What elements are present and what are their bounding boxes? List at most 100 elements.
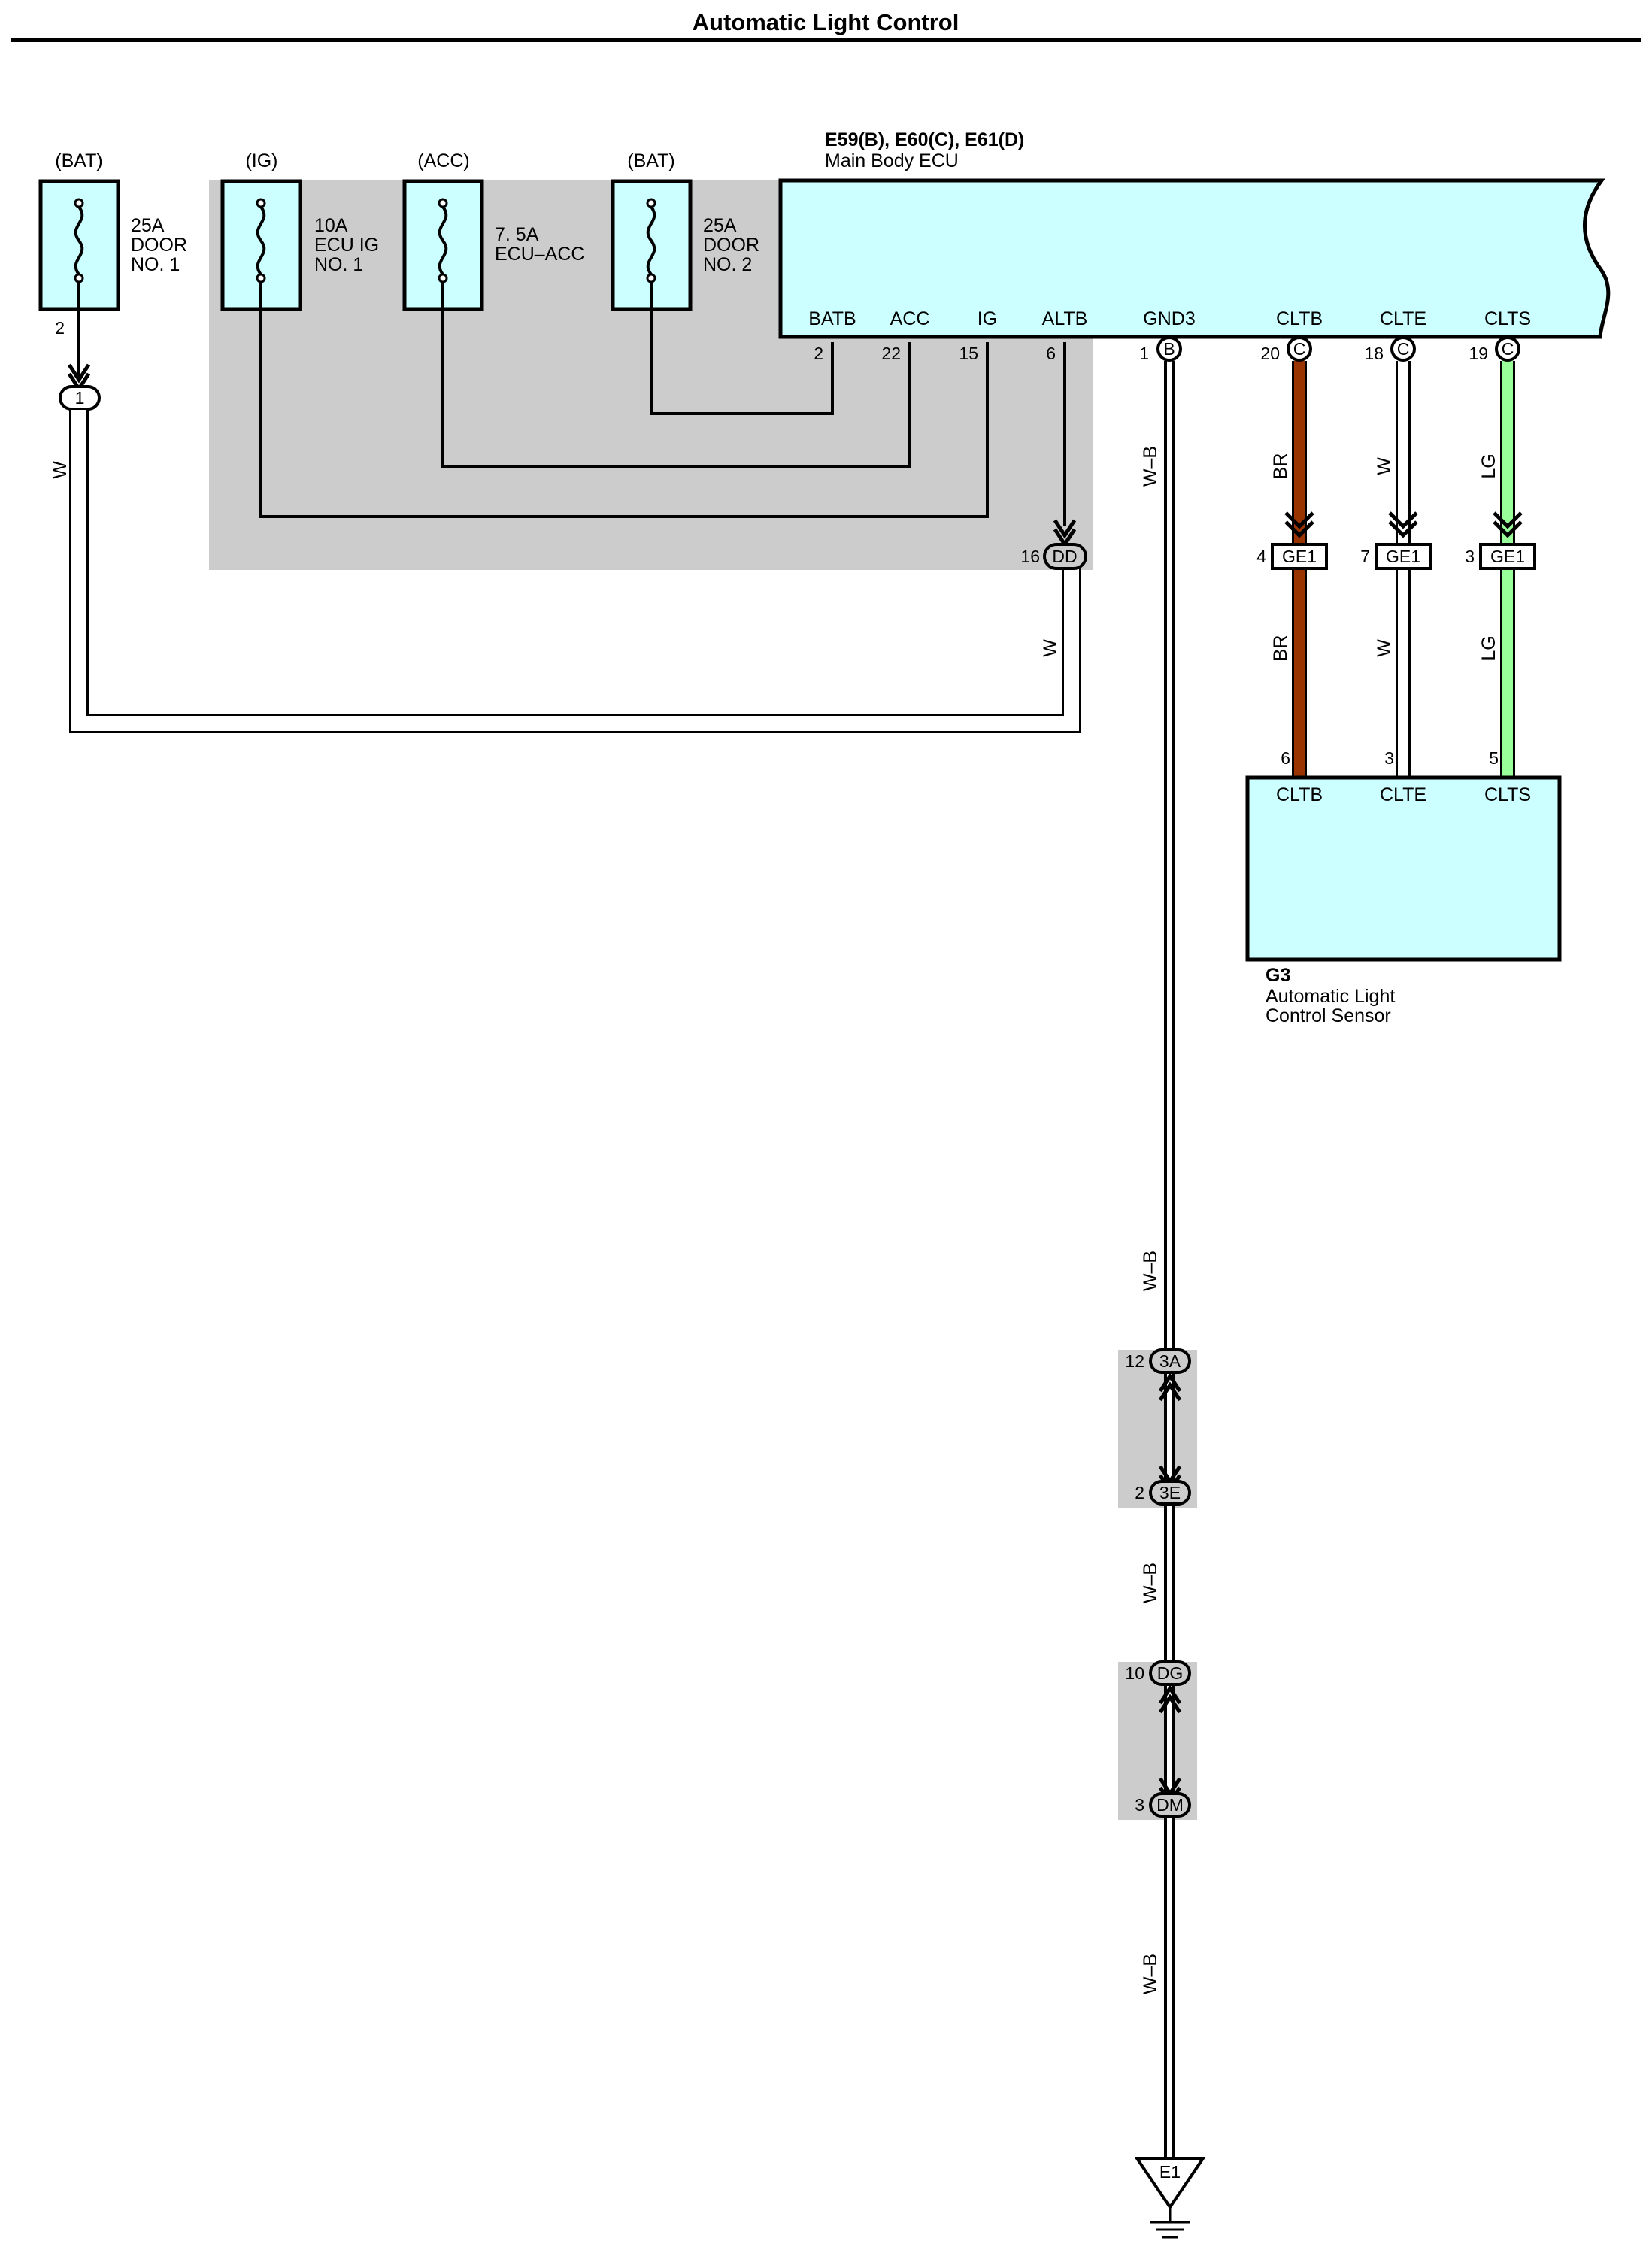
connector-ge1-clts-label: GE1 bbox=[1490, 547, 1525, 566]
connector-3a-arrow-icon bbox=[1158, 1372, 1182, 1402]
ecu-name: Main Body ECU bbox=[825, 150, 959, 171]
ecu-pin-cltb: 20 bbox=[1260, 344, 1280, 363]
ecu-connector-c-cltb bbox=[1287, 336, 1312, 362]
fuse-4-number: NO. 2 bbox=[703, 254, 752, 275]
ecu-connector-c-clts bbox=[1495, 336, 1520, 362]
wire-label-w-2: W bbox=[1374, 639, 1395, 657]
connector-3e-label: 3E bbox=[1159, 1483, 1181, 1502]
ecu-connector-c-clte bbox=[1390, 336, 1416, 362]
fuse-1-name: DOOR bbox=[131, 235, 187, 256]
ecu-terminal-cltb: CLTB bbox=[1276, 308, 1323, 329]
ge1-arrow-clts-icon bbox=[1493, 511, 1523, 538]
fuse-4-rating: 25A bbox=[703, 215, 737, 236]
main-body-ecu-box bbox=[778, 178, 1611, 339]
fuse-2-rating: 10A bbox=[314, 215, 348, 236]
fuse-2-number: NO. 1 bbox=[314, 254, 363, 275]
wire-label-wb-2: W–B bbox=[1140, 1251, 1161, 1291]
connector-dd-pin: 16 bbox=[1020, 547, 1040, 566]
connector-ge1-cltb-pin: 4 bbox=[1256, 547, 1266, 566]
fuse-4-source: (BAT) bbox=[627, 150, 674, 171]
ecu-code: E59(B), E60(C), E61(D) bbox=[825, 129, 1024, 150]
sensor-pin-clts: 5 bbox=[1489, 748, 1499, 768]
wire-label-wb-3: W–B bbox=[1140, 1563, 1161, 1603]
fuse-3-rating: 7. 5A bbox=[495, 224, 539, 245]
ecu-pin-altb: 6 bbox=[1046, 344, 1056, 363]
wire-label-br-2: BR bbox=[1270, 635, 1291, 662]
connector-ge1-clte-label: GE1 bbox=[1386, 547, 1420, 566]
connector-dg-arrow-icon bbox=[1158, 1684, 1182, 1714]
fuse-3-source: (ACC) bbox=[417, 150, 469, 171]
ecu-connector-c-clts-label: C bbox=[1502, 339, 1514, 359]
fuse-1-pin: 2 bbox=[55, 318, 65, 338]
fuse-2-source: (IG) bbox=[245, 150, 277, 171]
fuse-1-rating: 25A bbox=[131, 215, 165, 236]
wire-label-wb-1: W–B bbox=[1140, 446, 1161, 487]
wire-label-br-1: BR bbox=[1270, 453, 1291, 480]
ecu-terminal-clts: CLTS bbox=[1484, 308, 1531, 329]
ecu-connector-c-clte-label: C bbox=[1397, 339, 1410, 359]
ecu-pin-acc: 22 bbox=[881, 344, 901, 363]
wire-label-lg-1: LG bbox=[1478, 453, 1499, 478]
w-wire-loop bbox=[69, 410, 1081, 733]
fuse-1-source: (BAT) bbox=[55, 150, 102, 171]
ecu-terminal-ig: IG bbox=[978, 308, 997, 329]
connector-dd bbox=[1043, 543, 1087, 570]
sensor-name-line-2: Control Sensor bbox=[1266, 1005, 1391, 1026]
sensor-code: G3 bbox=[1266, 965, 1290, 986]
ecu-terminal-gnd3: GND3 bbox=[1143, 308, 1195, 329]
connector-dg bbox=[1149, 1660, 1191, 1686]
junction-1-label: 1 bbox=[75, 388, 85, 408]
ground-e1-label: E1 bbox=[1159, 2162, 1181, 2182]
sensor-terminal-clte: CLTE bbox=[1380, 784, 1426, 805]
ge1-arrow-clte-icon bbox=[1388, 511, 1418, 538]
wire-label-lg-2: LG bbox=[1478, 635, 1499, 660]
ecu-pin-clts: 19 bbox=[1469, 344, 1488, 363]
connector-ge1-clts bbox=[1479, 543, 1536, 570]
fuse-4-name: DOOR bbox=[703, 235, 759, 256]
connector-ge1-clte bbox=[1375, 543, 1432, 570]
wire-label-w-1: W bbox=[1374, 457, 1395, 475]
connector-3a bbox=[1149, 1348, 1191, 1374]
light-control-sensor-box bbox=[1245, 775, 1562, 962]
fuse-1-number: NO. 1 bbox=[131, 254, 180, 275]
ecu-connector-c-cltb-label: C bbox=[1293, 339, 1306, 359]
connector-dm bbox=[1149, 1792, 1191, 1818]
fuse-wiring bbox=[259, 282, 989, 518]
connector-dm-label: DM bbox=[1156, 1795, 1184, 1815]
ground-e1-icon bbox=[1134, 2157, 1206, 2239]
ecu-terminal-clte: CLTE bbox=[1380, 308, 1426, 329]
connector-3e-pin: 2 bbox=[1135, 1483, 1144, 1502]
ecu-terminal-batb: BATB bbox=[808, 308, 856, 329]
fuse-3-name: ECU–ACC bbox=[495, 244, 584, 265]
connector-3e bbox=[1149, 1480, 1191, 1506]
ecu-connector-b-label: B bbox=[1163, 339, 1175, 359]
sensor-terminal-clts: CLTS bbox=[1484, 784, 1531, 805]
connector-ge1-cltb-label: GE1 bbox=[1282, 547, 1317, 566]
sensor-name-line-1: Automatic Light bbox=[1266, 986, 1395, 1007]
wire-label-w-left: W bbox=[50, 461, 71, 479]
connector-3a-label: 3A bbox=[1159, 1351, 1181, 1371]
junction-1 bbox=[59, 385, 101, 411]
connector-ge1-clts-pin: 3 bbox=[1465, 547, 1475, 566]
fuse-2-name: ECU IG bbox=[314, 235, 379, 256]
ecu-pin-gnd3: 1 bbox=[1139, 344, 1149, 363]
sensor-pin-cltb: 6 bbox=[1281, 748, 1290, 768]
title-rule bbox=[11, 38, 1641, 42]
ecu-pin-clte: 18 bbox=[1364, 344, 1384, 363]
sensor-terminal-cltb: CLTB bbox=[1276, 784, 1323, 805]
connector-dm-pin: 3 bbox=[1135, 1795, 1144, 1815]
sensor-pin-clte: 3 bbox=[1384, 748, 1394, 768]
ecu-terminal-acc: ACC bbox=[890, 308, 930, 329]
connector-ge1-cltb bbox=[1271, 543, 1328, 570]
connector-dg-label: DG bbox=[1157, 1663, 1184, 1683]
connector-3a-pin: 12 bbox=[1125, 1351, 1144, 1371]
wire-label-wb-4: W–B bbox=[1140, 1954, 1161, 1994]
ecu-pin-batb: 2 bbox=[814, 344, 823, 363]
ecu-pin-ig: 15 bbox=[959, 344, 978, 363]
wire-label-w-dd: W bbox=[1040, 639, 1061, 657]
ecu-terminal-altb: ALTB bbox=[1042, 308, 1088, 329]
ecu-connector-b bbox=[1156, 336, 1182, 362]
page-title: Automatic Light Control bbox=[693, 9, 959, 35]
ge1-arrow-cltb-icon bbox=[1284, 511, 1314, 538]
